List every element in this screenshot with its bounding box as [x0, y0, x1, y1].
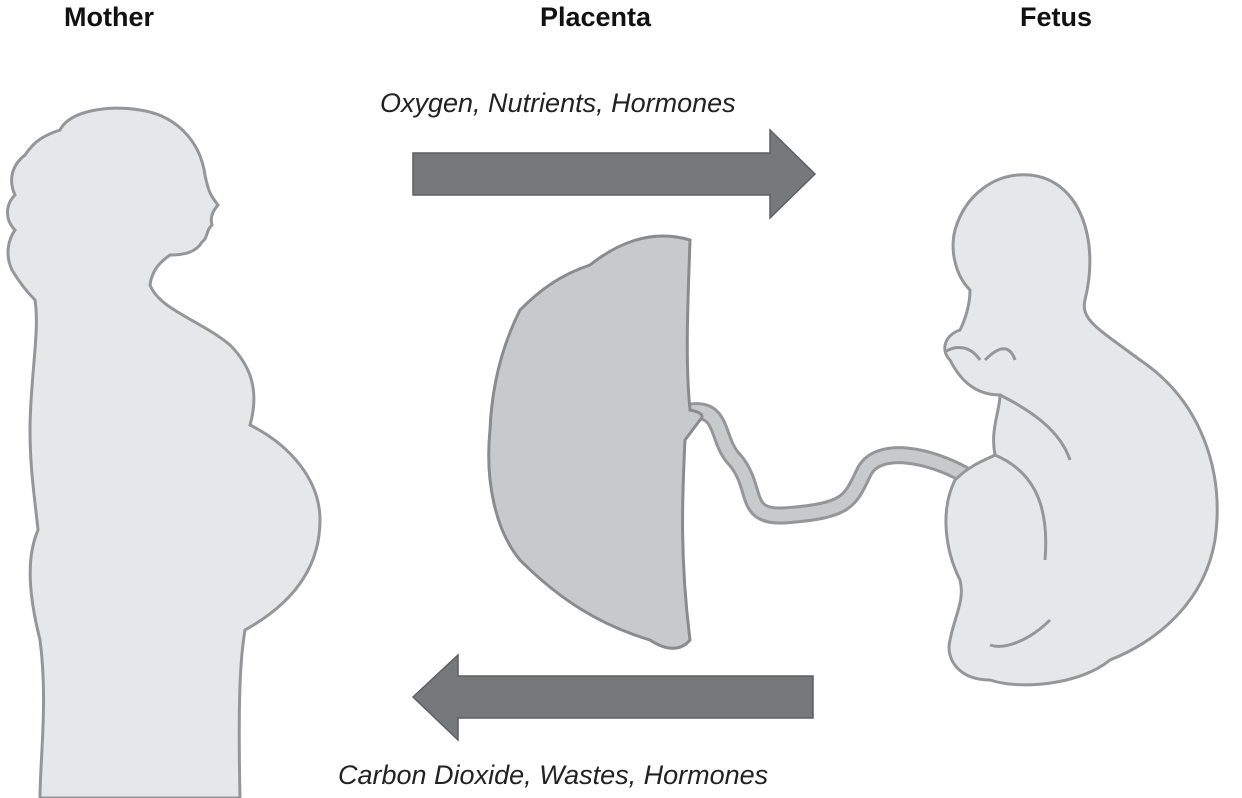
header-fetus: Fetus: [1020, 2, 1093, 32]
flow-to-mother-label: Carbon Dioxide, Wastes, Hormones: [338, 760, 769, 790]
arrow-to-mother: [411, 653, 814, 742]
header-placenta: Placenta: [540, 2, 652, 32]
arrow-to-fetus: [412, 128, 817, 220]
placenta-shape: [487, 234, 704, 650]
mother-silhouette: [6, 106, 322, 798]
fetus-silhouette: [943, 173, 1219, 687]
flow-to-fetus-label: Oxygen, Nutrients, Hormones: [380, 88, 736, 118]
umbilical-cord-inner: [682, 405, 971, 522]
header-mother: Mother: [64, 2, 154, 32]
